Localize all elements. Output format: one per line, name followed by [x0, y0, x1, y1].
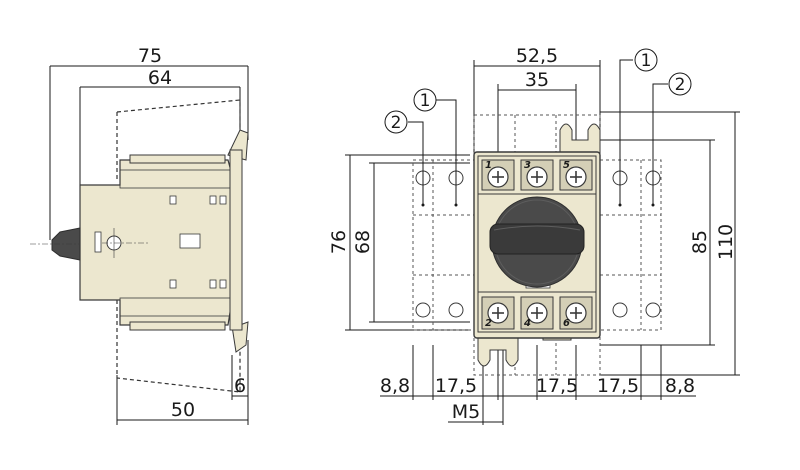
dim-edge-right: 8,8: [665, 375, 695, 397]
front-view: 1 3 5 2 4 6: [328, 45, 740, 425]
dim-base-depth: 50: [171, 399, 195, 421]
svg-text:2: 2: [675, 75, 686, 95]
dim-terminal-span: 35: [525, 69, 549, 91]
svg-text:2: 2: [391, 113, 402, 133]
dim-mount-height: 85: [689, 230, 711, 254]
svg-text:1: 1: [420, 91, 431, 111]
dim-edge-left: 8,8: [380, 375, 410, 397]
dim-overall-width: 52,5: [516, 45, 558, 67]
terminal-label-6: 6: [563, 318, 570, 329]
callout-1-left: 1: [413, 88, 437, 112]
callout-2-left: 2: [384, 110, 408, 134]
terminal-label-2: 2: [485, 318, 492, 329]
dim-rail-offset: 6: [234, 375, 246, 397]
dim-inner-height: 68: [352, 230, 374, 254]
side-view: 75 64 50 6: [30, 45, 249, 425]
dim-screw: M5: [452, 401, 480, 423]
rotary-knob: [489, 196, 585, 288]
terminal-screws-top: 1 3 5: [481, 159, 593, 191]
terminal-label-3: 3: [524, 160, 531, 171]
dim-pitch-left: 17,5: [435, 375, 477, 397]
callout-2-right: 2: [668, 72, 692, 96]
callout-1-right: 1: [634, 48, 658, 72]
dim-outer-height: 76: [328, 230, 350, 254]
dim-pitch-mid: 17,5: [536, 375, 578, 397]
dim-pitch-right: 17,5: [597, 375, 639, 397]
terminal-label-1: 1: [485, 160, 492, 171]
terminal-screws-bottom: 2 4 6: [481, 296, 593, 330]
dim-body-width: 64: [148, 67, 172, 89]
terminal-label-4: 4: [523, 318, 531, 329]
dim-overall-height: 110: [715, 224, 737, 260]
dim-overall-width: 75: [138, 45, 162, 67]
terminal-label-5: 5: [563, 160, 570, 171]
svg-text:1: 1: [641, 51, 652, 71]
